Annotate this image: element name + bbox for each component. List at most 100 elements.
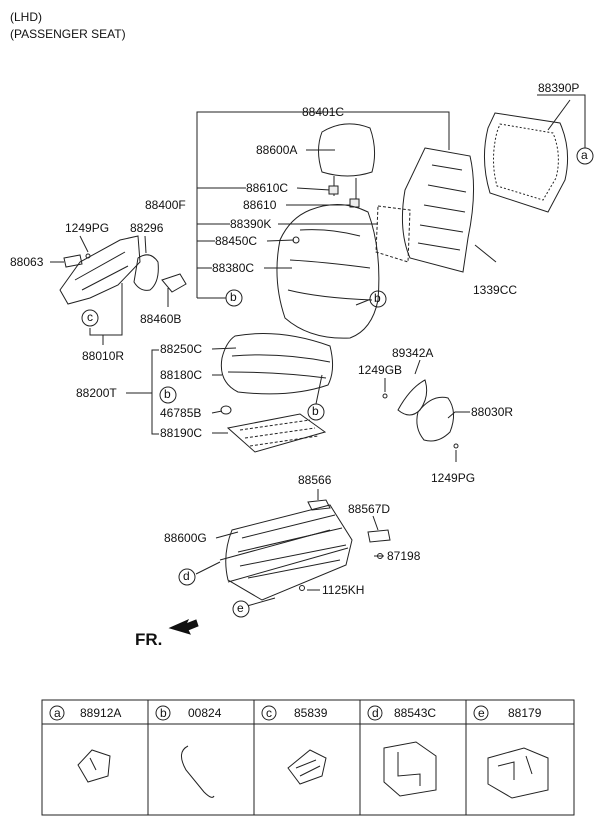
leader-88610C-b bbox=[296, 187, 331, 191]
leader-88401C bbox=[196, 111, 450, 298]
label-88010R: 88010R bbox=[82, 349, 125, 363]
callout-c: c bbox=[87, 310, 93, 324]
label-88566: 88566 bbox=[298, 473, 332, 487]
legend-circle-e bbox=[473, 705, 489, 721]
label-88600A: 88600A bbox=[256, 143, 298, 157]
callout-circle-c bbox=[81, 309, 99, 327]
seat-cushion-pan bbox=[226, 413, 327, 453]
label-88390P: 88390P bbox=[538, 81, 580, 95]
leader-88450C-b bbox=[266, 239, 295, 242]
seat-cushion-pan-mesh bbox=[239, 419, 319, 447]
legend-circle-b bbox=[155, 705, 171, 721]
leader-88030R bbox=[447, 411, 470, 419]
front-arrow-icon bbox=[168, 618, 199, 635]
headrest bbox=[318, 123, 376, 177]
legend-part-a: 88912A bbox=[80, 706, 122, 720]
leader-88296 bbox=[144, 235, 147, 254]
back-cover-panel bbox=[483, 112, 569, 213]
label-88250C: 88250C bbox=[160, 342, 203, 356]
legend-letter-e: e bbox=[478, 706, 485, 720]
side-cover-88030R bbox=[416, 396, 454, 442]
leader-1339CC bbox=[474, 244, 497, 263]
callout-circle-e bbox=[232, 600, 250, 618]
legend-part-d: 88543C bbox=[394, 706, 437, 720]
part-88566 bbox=[307, 499, 331, 511]
callout-circle-d bbox=[178, 568, 196, 586]
label-88030R: 88030R bbox=[471, 405, 514, 419]
leader-88390P bbox=[537, 94, 586, 150]
seat-back-frame bbox=[401, 147, 475, 273]
clip-46785B bbox=[220, 405, 232, 415]
seat-track bbox=[225, 504, 353, 601]
label-88200T: 88200T bbox=[76, 386, 117, 400]
part-87198 bbox=[377, 553, 383, 559]
leader-88600G bbox=[215, 531, 239, 539]
callout-b-backrest: b bbox=[230, 290, 237, 304]
seat-back-cushion-clip bbox=[292, 236, 300, 244]
leader-46785B bbox=[211, 410, 223, 414]
screw-1249PG-top bbox=[85, 253, 91, 259]
leader-cushion-bracket bbox=[151, 349, 159, 435]
leader-88390P-a bbox=[547, 99, 571, 131]
back-cover-inner bbox=[493, 123, 559, 201]
leader-88567D bbox=[372, 515, 379, 531]
label-87198: 87198 bbox=[387, 549, 421, 563]
legend-letter-b: b bbox=[160, 706, 167, 720]
label-1249GB: 1249GB bbox=[358, 363, 403, 377]
legend-table bbox=[41, 699, 575, 816]
seat-back-cushion bbox=[276, 204, 380, 339]
label-1249PG-top: 1249PG bbox=[65, 221, 110, 235]
label-88180C: 88180C bbox=[160, 368, 203, 382]
label-88610: 88610 bbox=[243, 198, 277, 212]
legend-letter-c: c bbox=[266, 706, 272, 720]
part-88460B bbox=[161, 273, 187, 293]
headrest-guide-88610C bbox=[328, 185, 339, 195]
label-89342A: 89342A bbox=[392, 346, 434, 360]
leader-d bbox=[195, 561, 221, 575]
legend-icon-85839 bbox=[287, 749, 327, 785]
label-88450C: 88450C bbox=[215, 234, 258, 248]
seat-cushion bbox=[220, 333, 334, 395]
callout-b-cushion-left: b bbox=[164, 387, 171, 401]
screw-1249GB bbox=[382, 393, 388, 399]
seat-back-cushion-seams bbox=[287, 229, 373, 301]
legend-part-e: 88179 bbox=[508, 706, 542, 720]
label-88600G: 88600G bbox=[164, 531, 207, 545]
leader-88010R bbox=[89, 283, 123, 336]
label-88567D: 88567D bbox=[348, 502, 391, 516]
recliner-cover bbox=[133, 254, 159, 291]
label-1249PG-bot: 1249PG bbox=[431, 471, 476, 485]
label-88063: 88063 bbox=[10, 255, 44, 269]
leader-e bbox=[246, 597, 276, 607]
label-1339CC: 1339CC bbox=[473, 283, 518, 297]
legend-circle-a bbox=[49, 705, 65, 721]
label-46785B: 46785B bbox=[160, 406, 202, 420]
callout-e: e bbox=[237, 601, 244, 615]
label-88460B: 88460B bbox=[140, 312, 182, 326]
label-88390K: 88390K bbox=[230, 217, 272, 231]
callout-circle-b-cushion-left bbox=[159, 386, 177, 404]
legend-part-b: 00824 bbox=[188, 706, 222, 720]
seat-cushion-seams bbox=[227, 354, 331, 379]
side-shield-detail bbox=[74, 251, 129, 291]
leader-1249PG-top bbox=[79, 235, 89, 253]
side-shield bbox=[59, 235, 141, 305]
label-1125KH: 1125KH bbox=[322, 583, 365, 597]
bolt-1125KH bbox=[299, 585, 305, 591]
legend-icon-88543C bbox=[383, 741, 437, 797]
part-88567D bbox=[367, 529, 391, 543]
label-88296: 88296 bbox=[130, 221, 164, 235]
header-lhd: (LHD) bbox=[10, 10, 42, 24]
seat-track-detail bbox=[237, 514, 347, 579]
leader-88250C bbox=[211, 347, 237, 350]
side-cover-89342A bbox=[397, 379, 428, 416]
callout-circle-b-cushion bbox=[307, 403, 325, 421]
header-passenger-seat: (PASSENGER SEAT) bbox=[10, 27, 126, 41]
callout-circle-a bbox=[576, 147, 594, 165]
legend-part-c: 85839 bbox=[294, 706, 328, 720]
label-88400F: 88400F bbox=[145, 198, 186, 212]
legend-circle-d bbox=[367, 705, 383, 721]
screw-1249PG-bot bbox=[453, 443, 459, 449]
